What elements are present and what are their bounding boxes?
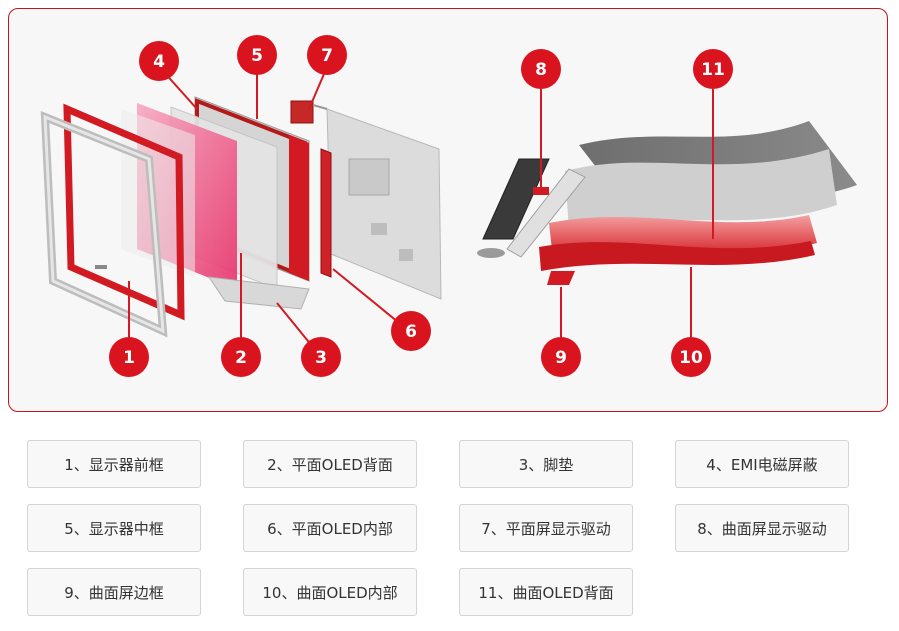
badge-7: 7	[307, 35, 347, 75]
svg-text:3: 3	[315, 348, 327, 368]
legend-item-curved-oled-back[interactable]: 11、曲面OLED背面	[459, 568, 633, 616]
svg-text:4: 4	[153, 52, 165, 72]
badge-3: 3	[301, 337, 341, 377]
badge-1: 1	[109, 337, 149, 377]
svg-text:7: 7	[321, 46, 333, 66]
svg-text:11: 11	[701, 60, 725, 80]
svg-text:10: 10	[679, 348, 703, 368]
legend-item-emi-shield[interactable]: 4、EMI电磁屏蔽	[675, 440, 849, 488]
badge-11: 11	[693, 49, 733, 89]
legend-item-front-frame[interactable]: 1、显示器前框	[27, 440, 201, 488]
legend-item-curved-driver[interactable]: 8、曲面屏显示驱动	[675, 504, 849, 552]
curved-driver	[482, 158, 550, 240]
driver-board	[290, 100, 314, 124]
legend-item-flat-oled-inner[interactable]: 6、平面OLED内部	[243, 504, 417, 552]
flat-monitor-illustration	[40, 96, 442, 338]
badge-4: 4	[139, 41, 179, 81]
badge-10: 10	[671, 337, 711, 377]
badge-8: 8	[521, 49, 561, 89]
legend-item-middle-frame[interactable]: 5、显示器中框	[27, 504, 201, 552]
legend-item-foot-pad[interactable]: 3、脚垫	[459, 440, 633, 488]
back-housing	[326, 108, 442, 300]
badge-9: 9	[541, 337, 581, 377]
curved-frame	[547, 271, 575, 285]
exploded-diagram: 1 2 3 4 5 6 7 8	[40, 35, 857, 377]
svg-text:9: 9	[555, 348, 567, 368]
svg-text:8: 8	[535, 60, 547, 80]
badge-5: 5	[237, 35, 277, 75]
svg-text:5: 5	[251, 46, 263, 66]
badge-6: 6	[391, 311, 431, 351]
svg-text:2: 2	[235, 348, 247, 368]
svg-text:6: 6	[405, 322, 417, 342]
curved-oled-illustration	[477, 121, 857, 285]
legend-item-flat-oled-back[interactable]: 2、平面OLED背面	[243, 440, 417, 488]
legend-item-curved-oled-inner[interactable]: 10、曲面OLED内部	[243, 568, 417, 616]
diagram-frame: 1 2 3 4 5 6 7 8	[8, 8, 888, 412]
flat-oled-inner	[320, 148, 332, 278]
svg-text:1: 1	[123, 348, 135, 368]
legend-item-flat-driver[interactable]: 7、平面屏显示驱动	[459, 504, 633, 552]
legend-item-curved-frame[interactable]: 9、曲面屏边框	[27, 568, 201, 616]
badge-2: 2	[221, 337, 261, 377]
